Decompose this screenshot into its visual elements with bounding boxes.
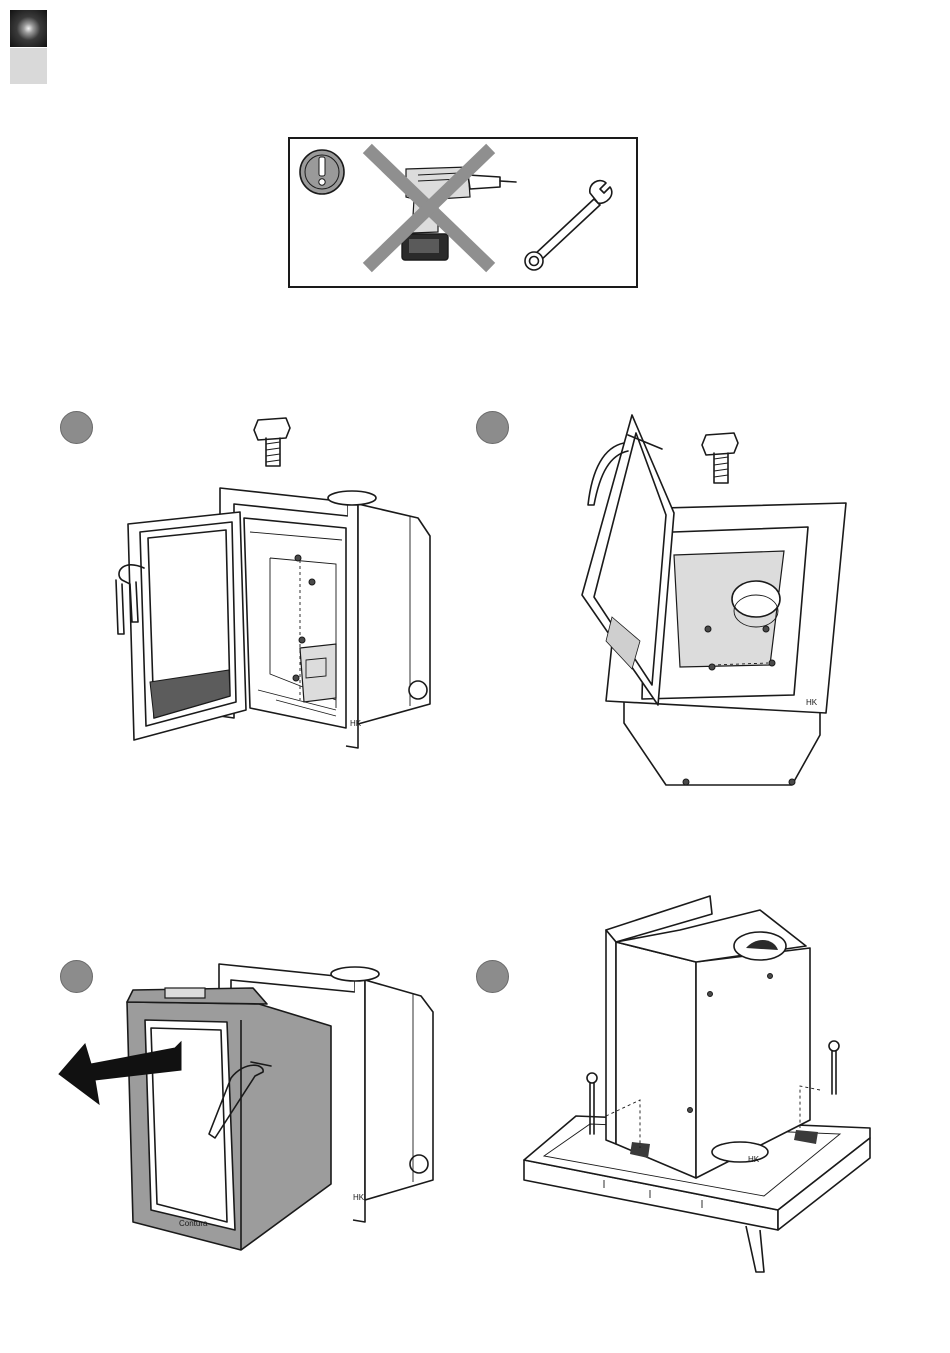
wrench-icon <box>525 181 612 270</box>
svg-text:HK: HK <box>748 1155 760 1164</box>
svg-text:HK: HK <box>806 698 818 707</box>
section-tab-active <box>10 10 47 47</box>
section-tab-inactive <box>10 48 47 84</box>
brand-mark: Contura <box>179 1219 208 1228</box>
bolt-icon <box>702 433 738 483</box>
step-2-illustration: HK <box>570 405 870 805</box>
warning-exclamation-icon <box>300 150 344 194</box>
bolt-icon <box>254 418 290 466</box>
svg-text:HK: HK <box>353 1193 365 1202</box>
step-3-illustration: HK Contura <box>55 960 455 1260</box>
step-4-badge <box>476 960 509 993</box>
warning-panel <box>288 137 638 288</box>
stove-on-pallet-illustration: HK <box>524 896 870 1272</box>
step-4-illustration: HK <box>520 890 900 1280</box>
signature-mark: HK <box>350 719 362 728</box>
step-1-illustration: HK <box>100 408 440 748</box>
step-1-badge <box>60 411 93 444</box>
step-2-badge <box>476 411 509 444</box>
